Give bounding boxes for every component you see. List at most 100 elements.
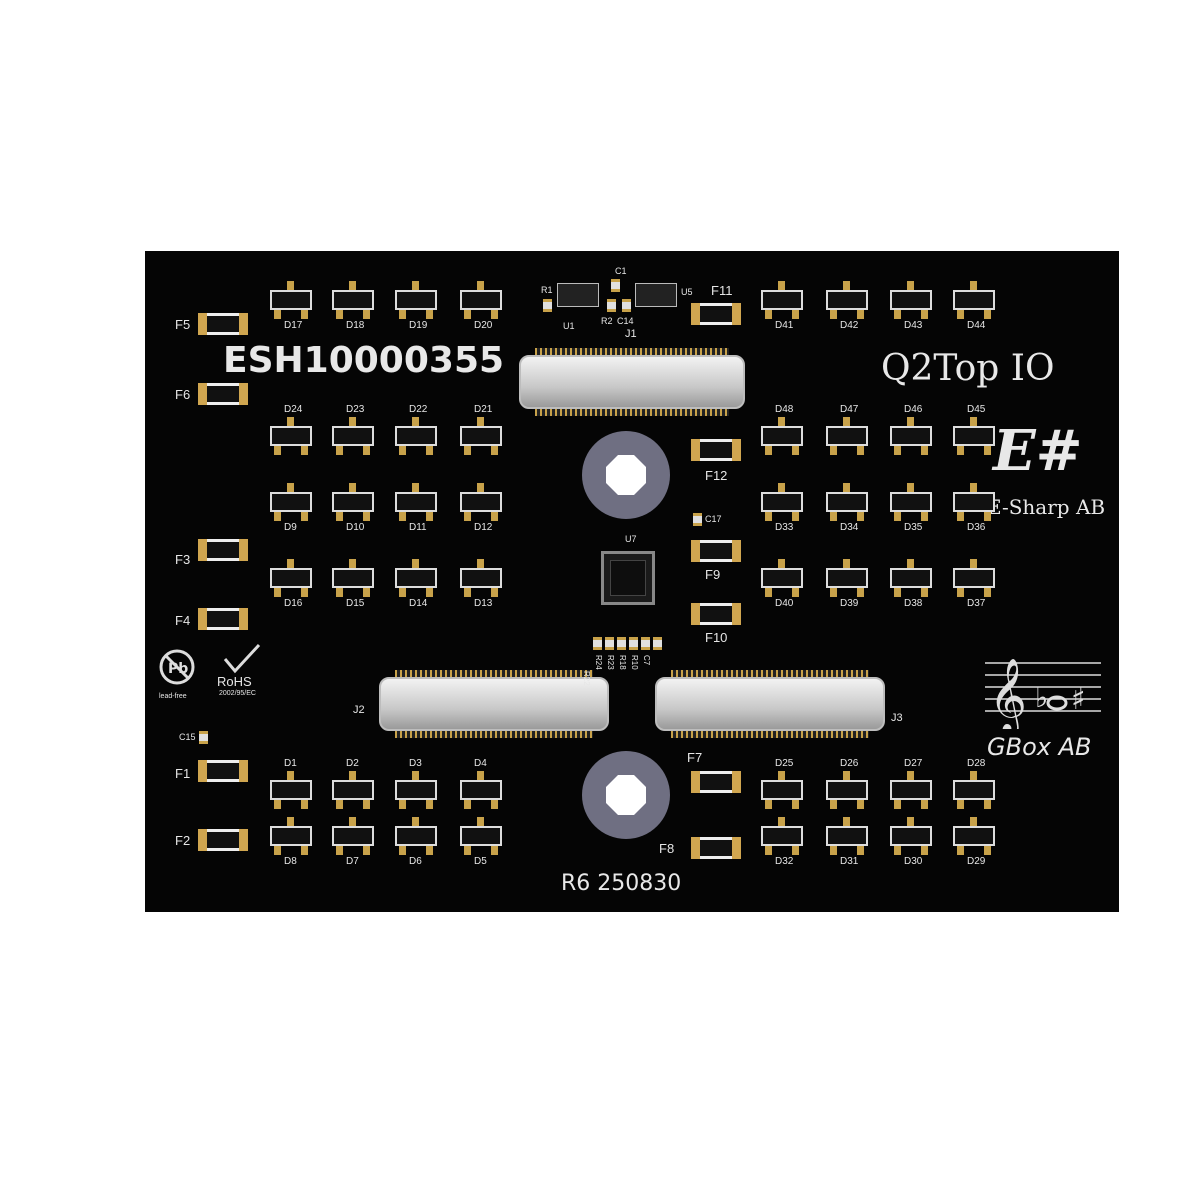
diode-d8	[270, 817, 312, 855]
diode-label: D5	[474, 856, 487, 867]
diode-label: D15	[346, 598, 365, 609]
connector-j1	[519, 348, 745, 416]
diode-label: D35	[904, 522, 923, 533]
diode-label: D10	[346, 522, 365, 533]
diode-d7	[332, 817, 374, 855]
diode-d40	[761, 559, 803, 597]
diode-d2	[332, 771, 374, 809]
resistor-r23	[617, 637, 626, 650]
diode-d25	[761, 771, 803, 809]
fuse-f4	[198, 608, 248, 630]
diode-d15	[332, 559, 374, 597]
diode-d17	[270, 281, 312, 319]
diode-d37	[953, 559, 995, 597]
fuse-label-f11: F11	[711, 283, 733, 298]
fuse-label-f3: F3	[175, 552, 191, 567]
passive-label-r22: R22	[582, 671, 591, 686]
diode-d47	[826, 417, 868, 455]
connector-label-j3: J3	[891, 712, 903, 724]
passive-label-r23: R23	[606, 655, 615, 670]
svg-text:Pb: Pb	[168, 661, 188, 677]
diode-d16	[270, 559, 312, 597]
diode-d12	[460, 483, 502, 521]
diode-label: D2	[346, 758, 359, 769]
diode-d42	[826, 281, 868, 319]
rohs-label: RoHS	[217, 674, 252, 689]
passive-label-c7: C7	[642, 655, 651, 666]
diode-d41	[761, 281, 803, 319]
ic-label-u1: U1	[563, 321, 575, 331]
fuse-f7	[691, 771, 741, 793]
passive-label-r2: R2	[601, 316, 613, 326]
diode-label: D1	[284, 758, 297, 769]
fuse-label-f7: F7	[687, 750, 703, 765]
fuse-f10	[691, 603, 741, 625]
music-staff-icon: 𝄞 ♭ ♯	[985, 659, 1101, 729]
resistor-r24	[605, 637, 614, 650]
fuse-label-f9: F9	[705, 567, 721, 582]
fuse-label-f2: F2	[175, 833, 191, 848]
ic-u7	[601, 551, 655, 605]
diode-label: D40	[775, 598, 794, 609]
diode-d39	[826, 559, 868, 597]
diode-d29	[953, 817, 995, 855]
diode-label: D6	[409, 856, 422, 867]
capacitor-c7	[653, 637, 662, 650]
diode-d21	[460, 417, 502, 455]
connector-label-j2: J2	[353, 704, 365, 716]
diode-label: D37	[967, 598, 986, 609]
diode-label: D16	[284, 598, 303, 609]
diode-d36	[953, 483, 995, 521]
diode-d38	[890, 559, 932, 597]
diode-label: D39	[840, 598, 859, 609]
diode-d10	[332, 483, 374, 521]
e-sharp-company-label: E-Sharp AB	[987, 495, 1106, 519]
fuse-label-f8: F8	[659, 841, 675, 856]
diode-d43	[890, 281, 932, 319]
diode-label: D22	[409, 404, 428, 415]
resistor-r18	[629, 637, 638, 650]
capacitor-c14	[622, 299, 631, 312]
fuse-f3	[198, 539, 248, 561]
diode-label: D7	[346, 856, 359, 867]
diode-d46	[890, 417, 932, 455]
resistor-r10	[641, 637, 650, 650]
diode-label: D36	[967, 522, 986, 533]
diode-d14	[395, 559, 437, 597]
passive-label-r10: R10	[630, 655, 639, 670]
diode-label: D25	[775, 758, 794, 769]
fuse-f9	[691, 540, 741, 562]
passive-label-r18: R18	[618, 655, 627, 670]
diode-d44	[953, 281, 995, 319]
diode-d35	[890, 483, 932, 521]
svg-text:♯: ♯	[1071, 682, 1086, 717]
passive-label-r24: R24	[594, 655, 603, 670]
diode-label: D32	[775, 856, 794, 867]
passive-label-c17: C17	[705, 514, 722, 524]
passive-label-c15: C15	[179, 732, 196, 742]
diode-label: D44	[967, 320, 986, 331]
diode-d34	[826, 483, 868, 521]
diode-label: D42	[840, 320, 859, 331]
diode-d26	[826, 771, 868, 809]
diode-label: D18	[346, 320, 365, 331]
lead-free-label: lead-free	[159, 693, 187, 700]
passive-label-c1: C1	[615, 266, 627, 276]
diode-d9	[270, 483, 312, 521]
fuse-f2	[198, 829, 248, 851]
fuse-label-f6: F6	[175, 387, 191, 402]
lead-free-icon: Pb	[159, 649, 195, 685]
diode-label: D8	[284, 856, 297, 867]
diode-d30	[890, 817, 932, 855]
rohs-sub-label: 2002/95/EC	[219, 690, 256, 697]
diode-d23	[332, 417, 374, 455]
mounting-hole-bottom	[582, 751, 670, 839]
passive-label-r1: R1	[541, 285, 553, 295]
capacitor-c1	[611, 279, 620, 292]
fuse-label-f10: F10	[705, 630, 728, 645]
svg-text:𝄞: 𝄞	[989, 659, 1027, 729]
revision-label: R6 250830	[561, 871, 682, 896]
diode-label: D33	[775, 522, 794, 533]
diode-label: D21	[474, 404, 493, 415]
diode-d4	[460, 771, 502, 809]
